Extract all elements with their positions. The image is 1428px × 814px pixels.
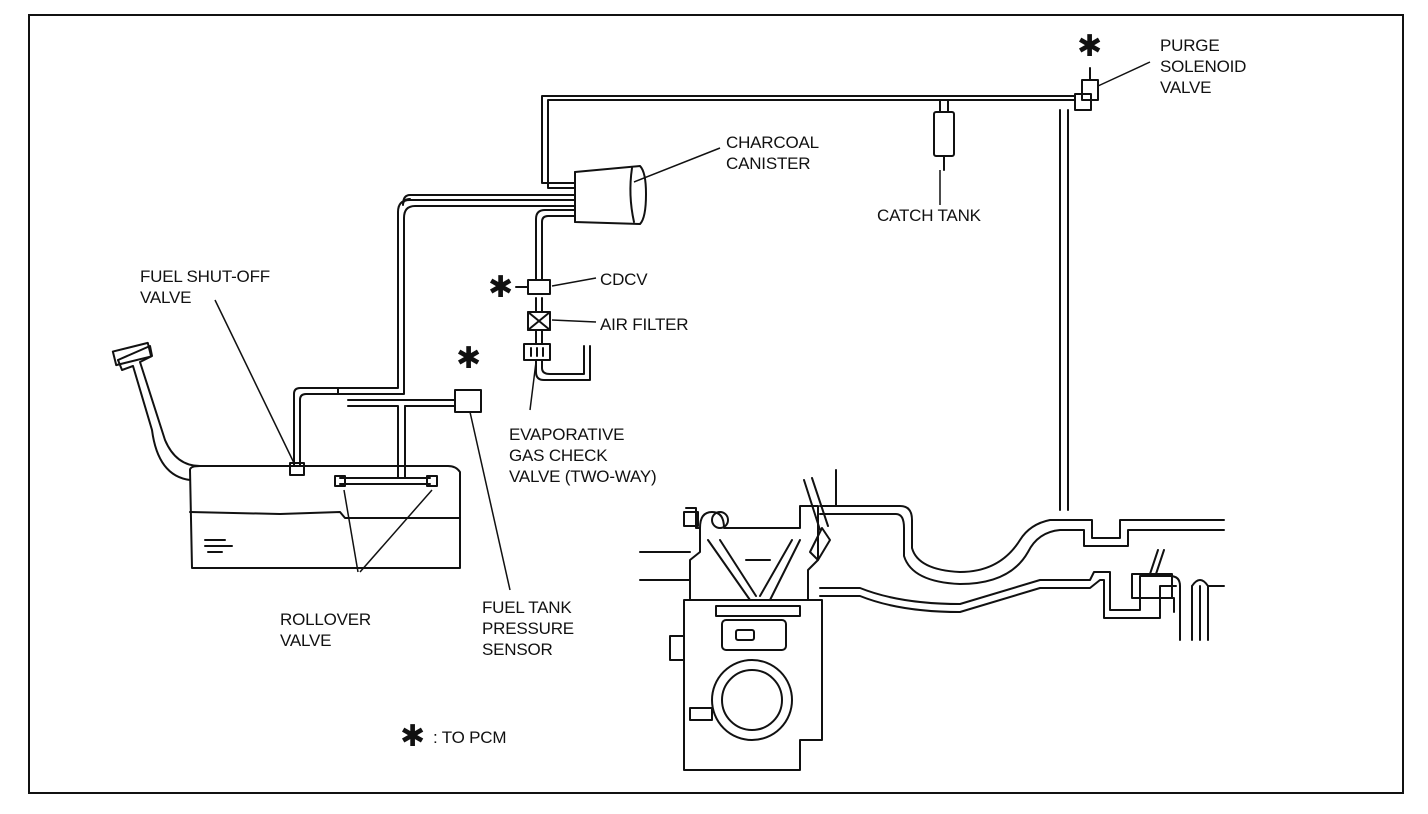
fuel-shutoff-valve	[289, 462, 305, 476]
fuel-tank-pressure-sensor	[454, 389, 482, 413]
catch-tank-label: CATCH TANK	[877, 206, 981, 225]
diagram-frame	[28, 14, 1404, 794]
engine	[639, 469, 1225, 771]
rollover-valves	[334, 475, 438, 487]
evap-check-valve	[523, 343, 551, 361]
charcoal-canister-label: CHARCOAL CANISTER	[726, 133, 819, 173]
pressure-sensor-label: FUEL TANK PRESSURE SENSOR	[482, 598, 574, 659]
purge-to-engine-line	[1059, 109, 1069, 511]
legend-star: ✱	[400, 719, 426, 754]
charcoal-canister	[574, 165, 647, 225]
cdcv-label: CDCV	[600, 270, 648, 289]
sensor-line	[339, 399, 456, 485]
pcm-star-cdcv: ✱	[488, 270, 514, 305]
air-filter	[527, 311, 551, 331]
air-filter-label: AIR FILTER	[600, 315, 689, 334]
purge-solenoid-valve-label: PURGE SOLENOID VALVE	[1160, 36, 1247, 97]
cdcv-line	[535, 209, 591, 381]
fuel-shutoff-valve-label: FUEL SHUT-OFF VALVE	[140, 267, 270, 307]
legend-label: : TO PCM	[433, 728, 507, 747]
tank-vapor-line	[293, 194, 576, 466]
pcm-star-sensor: ✱	[456, 341, 482, 376]
purge-solenoid-valve	[1074, 67, 1099, 111]
pcm-star-purge: ✱	[1077, 29, 1103, 64]
fuel-tank	[111, 341, 461, 569]
cdcv-valve	[515, 279, 551, 295]
catch-tank	[933, 111, 955, 171]
purge-line	[541, 95, 1076, 189]
rollover-valve-label: ROLLOVER VALVE	[280, 610, 371, 650]
check-valve-label: EVAPORATIVE GAS CHECK VALVE (TWO-WAY)	[509, 425, 657, 486]
